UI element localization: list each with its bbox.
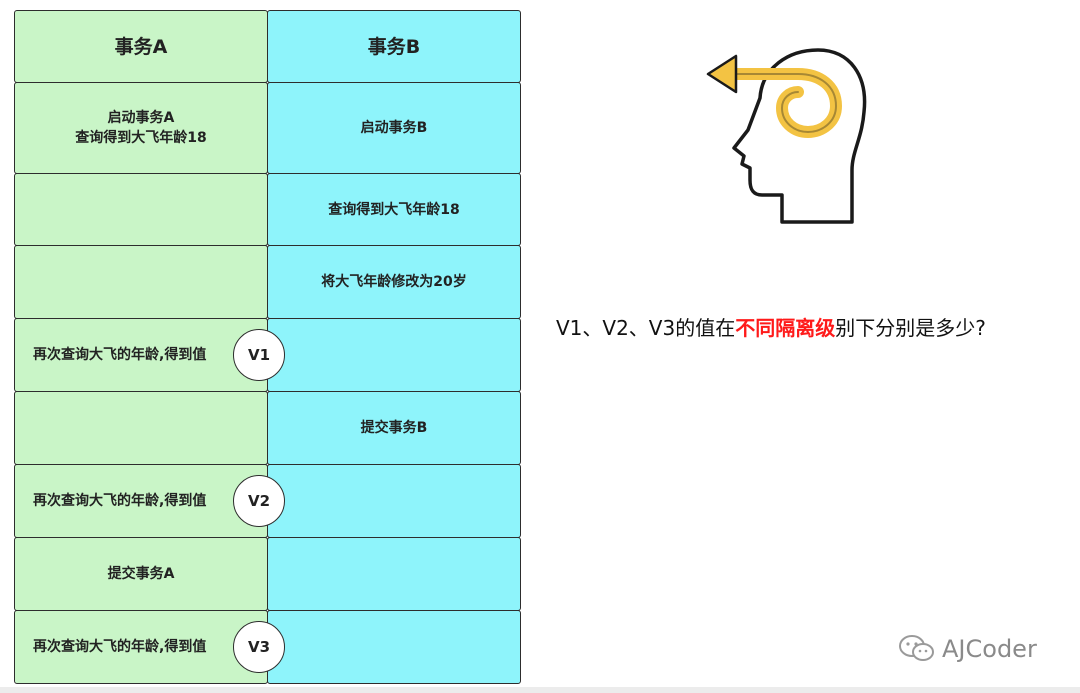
- row-7-a: 提交事务A: [14, 537, 268, 611]
- value-badge-v2: V2: [233, 475, 285, 527]
- row-8-b: [267, 610, 521, 684]
- header-transaction-a: 事务A: [14, 10, 268, 83]
- row-6-a: 再次查询大飞的年龄,得到值: [14, 464, 268, 538]
- row-1-b: 启动事务B: [267, 82, 521, 174]
- row-4-b: [267, 318, 521, 392]
- row-2-a: [14, 173, 268, 246]
- question-prefix: V1、V2、V3的值在: [556, 316, 736, 340]
- row-1-a: 启动事务A 查询得到大飞年龄18: [14, 82, 268, 174]
- value-badge-v1: V1: [233, 329, 285, 381]
- header-transaction-b: 事务B: [267, 10, 521, 83]
- question-suffix: 别下分别是多少?: [835, 316, 986, 340]
- value-badge-v3: V3: [233, 621, 285, 673]
- question-text: V1、V2、V3的值在不同隔离级别下分别是多少?: [556, 312, 986, 341]
- watermark-text: AJCoder: [942, 635, 1037, 663]
- row-6-b: [267, 464, 521, 538]
- row-4-a: 再次查询大飞的年龄,得到值: [14, 318, 268, 392]
- bottom-bar: [0, 687, 1080, 693]
- head-thinking-icon: [706, 48, 867, 224]
- row-5-b: 提交事务B: [267, 391, 521, 465]
- row-2-b: 查询得到大飞年龄18: [267, 173, 521, 246]
- row-5-a: [14, 391, 268, 465]
- row-8-a: 再次查询大飞的年龄,得到值: [14, 610, 268, 684]
- row-3-b: 将大飞年龄修改为20岁: [267, 245, 521, 319]
- watermark: AJCoder: [898, 634, 1037, 664]
- row-7-b: [267, 537, 521, 611]
- question-highlight: 不同隔离级: [735, 316, 836, 340]
- wechat-icon: [899, 635, 934, 661]
- row-3-a: [14, 245, 268, 319]
